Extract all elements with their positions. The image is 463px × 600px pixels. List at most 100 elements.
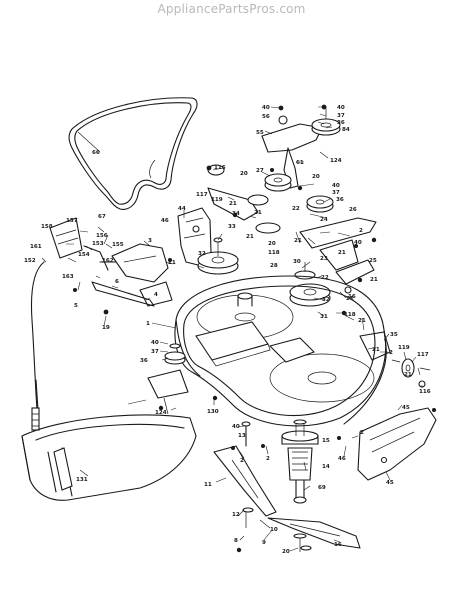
callout-119: 119 [398, 345, 410, 351]
callout-5: 5 [74, 303, 78, 309]
callout-34: 34 [232, 211, 240, 217]
callout-8: 8 [234, 538, 238, 544]
callout-154: 154 [78, 252, 90, 258]
hardware-fasteners [73, 104, 436, 553]
callout-32: 32 [198, 251, 206, 257]
callout-4: 4 [154, 292, 158, 298]
callout-16: 16 [348, 294, 356, 300]
callout-21: 21 [404, 372, 412, 378]
callout-14: 14 [322, 464, 330, 470]
callout-117: 117 [417, 352, 429, 358]
callout-21: 21 [372, 347, 380, 353]
callout-25: 25 [369, 258, 377, 264]
watermark: AppliancePartsPros.com [157, 2, 306, 16]
callout-22: 22 [292, 206, 300, 212]
callout-116: 116 [214, 165, 226, 171]
callout-45: 45 [386, 480, 394, 486]
callout-32: 32 [322, 297, 330, 303]
callout-45: 45 [402, 405, 410, 411]
callout-9: 9 [262, 540, 266, 546]
drive-belt [68, 97, 198, 210]
height-adjust-cable [30, 217, 117, 431]
idler-pulley-upper [264, 173, 334, 213]
callout-156: 156 [96, 233, 108, 239]
callout-40: 40 [151, 340, 159, 346]
callout-2: 2 [240, 458, 244, 464]
callout-21: 21 [358, 318, 366, 324]
callout-19: 19 [102, 325, 110, 331]
discharge-chute [21, 414, 197, 501]
callout-10: 10 [270, 527, 278, 533]
callout-36: 36 [140, 358, 148, 364]
callout-2: 2 [359, 228, 363, 234]
blade-hardware [242, 507, 312, 552]
callout-36: 36 [337, 120, 345, 126]
callout-157: 157 [66, 218, 78, 224]
callout-40: 40 [332, 183, 340, 189]
callout-20: 20 [312, 174, 320, 180]
callout-161: 161 [30, 244, 42, 250]
leader-lines [41, 106, 423, 552]
right-idler-assembly [359, 331, 431, 388]
callout-21: 21 [168, 260, 176, 266]
idler-arm-assembly [261, 106, 341, 189]
callout-26: 26 [349, 207, 357, 213]
callout-67: 67 [98, 214, 106, 220]
left-deck-idler [147, 343, 189, 415]
right-bracket-arm [299, 217, 377, 294]
callout-66: 66 [92, 150, 100, 156]
callout-11: 11 [204, 482, 212, 488]
callout-152: 152 [24, 258, 36, 264]
callout-162: 162 [102, 258, 114, 264]
callout-27: 27 [256, 168, 264, 174]
callout-21: 21 [346, 296, 354, 302]
callout-2: 2 [389, 350, 393, 356]
callout-155: 155 [112, 242, 124, 248]
callout-21: 21 [229, 201, 237, 207]
callout-23: 23 [320, 256, 328, 262]
callout-119: 119 [211, 197, 223, 203]
mower-blade-left [213, 445, 277, 517]
callout-158: 158 [41, 224, 53, 230]
callout-24: 24 [320, 217, 328, 223]
callout-55: 55 [256, 130, 264, 136]
callout-44: 44 [178, 206, 186, 212]
callout-37: 37 [337, 113, 345, 119]
callout-22: 22 [321, 275, 329, 281]
callout-56: 56 [262, 114, 270, 120]
callout-117: 117 [196, 192, 208, 198]
callout-21: 21 [370, 277, 378, 283]
callout-130: 130 [207, 409, 219, 415]
callout-116: 116 [419, 389, 431, 395]
callout-37: 37 [332, 190, 340, 196]
callout-20: 20 [282, 549, 290, 555]
callout-40: 40 [262, 105, 270, 111]
callout-6: 6 [115, 279, 119, 285]
blade-spindle-assembly [241, 419, 319, 504]
callout-153: 153 [92, 241, 104, 247]
part-callouts: 40 56 40 37 36 84 55 61 124 66 116 27 20… [24, 105, 431, 555]
callout-12: 12 [232, 512, 240, 518]
callout-61: 61 [296, 160, 304, 166]
callout-31: 31 [320, 314, 328, 320]
callout-2: 2 [266, 456, 270, 462]
mower-deck-housing [174, 275, 387, 427]
callout-37: 37 [151, 349, 159, 355]
callout-163: 163 [62, 274, 74, 280]
callout-1: 1 [146, 321, 150, 327]
callout-13: 13 [238, 433, 246, 439]
callout-46: 46 [161, 218, 169, 224]
callout-118: 118 [268, 250, 280, 256]
callout-3: 3 [148, 238, 152, 244]
callout-20: 20 [240, 171, 248, 177]
callout-21: 21 [294, 238, 302, 244]
callout-124: 124 [330, 158, 342, 164]
callout-40: 40 [232, 424, 240, 430]
callout-21: 21 [338, 250, 346, 256]
callout-46: 46 [338, 456, 346, 462]
callout-20: 20 [268, 241, 276, 247]
callout-36: 36 [336, 197, 344, 203]
callout-33: 33 [228, 224, 236, 230]
callout-21: 21 [246, 234, 254, 240]
